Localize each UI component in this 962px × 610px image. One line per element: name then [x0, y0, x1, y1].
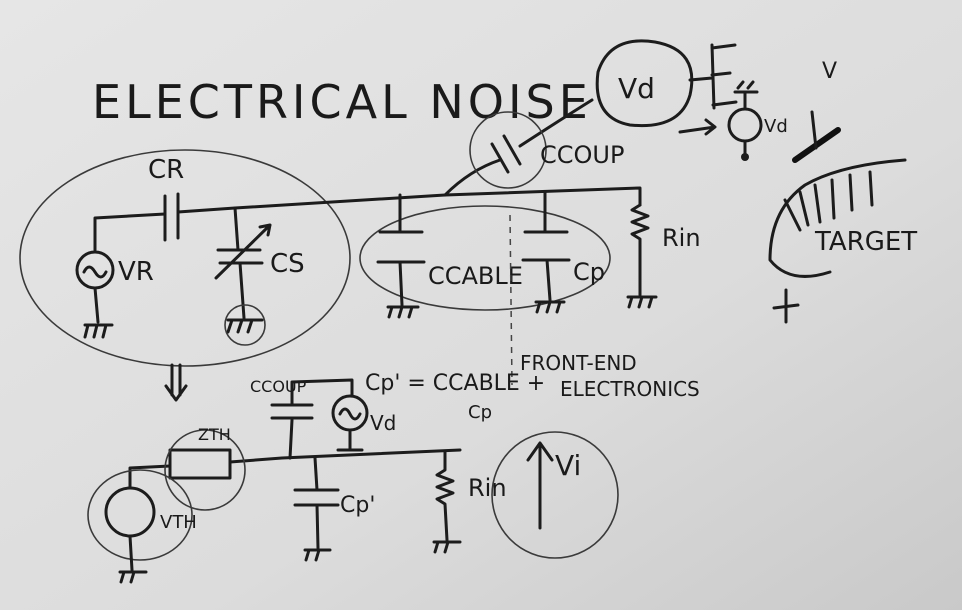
ccoup-circle	[469, 111, 547, 189]
cp-label: Cp	[573, 258, 605, 286]
ccoup-wire	[443, 98, 594, 197]
ac-wave-icon	[82, 265, 108, 279]
ccoup-label: CCOUP	[540, 141, 624, 169]
cp-prime-label: Cp'	[340, 493, 375, 518]
cp-prime-capacitor	[293, 456, 340, 562]
terminal-dot	[741, 153, 749, 161]
electronics-label: ELECTRONICS	[560, 377, 700, 401]
vd-source-wires	[733, 80, 759, 157]
ccoup-bottom-label: CCOUP	[250, 377, 307, 396]
zth-circle	[164, 429, 246, 511]
rin-bottom-label: Rin	[468, 474, 507, 502]
vd-source-label: Vd	[764, 116, 788, 137]
ground-highlight-circle	[224, 304, 266, 346]
equation-lhs: Cp' = CCABLE +	[365, 371, 545, 396]
arrow-icon	[678, 118, 717, 136]
zth-label: ZTH	[198, 425, 231, 444]
ccoup-bottom-capacitor	[270, 378, 354, 460]
ground-icon	[118, 534, 148, 584]
ground-icon	[772, 288, 800, 324]
rin-bottom-resistor	[432, 450, 462, 554]
cr-label: CR	[148, 155, 184, 185]
ground-icon	[688, 43, 738, 110]
vth-label: VTH	[160, 512, 197, 533]
target-hatching	[783, 170, 874, 232]
bottom-main-wire	[128, 448, 462, 490]
front-end-label: FRONT-END	[520, 351, 637, 375]
ground-icon	[226, 318, 264, 334]
equation-rhs: Cp	[468, 402, 492, 423]
v-label: V	[822, 59, 837, 84]
cp-capacitor	[521, 190, 571, 314]
zth-impedance	[168, 448, 232, 480]
ccable-capacitor	[376, 193, 426, 319]
cr-capacitor	[163, 192, 180, 242]
vth-circle	[87, 469, 193, 561]
ac-wave-icon	[336, 407, 364, 452]
rin-resistor	[626, 203, 658, 309]
ccoup-capacitor	[490, 134, 522, 174]
vd-disturbance-blob	[595, 39, 694, 128]
vr-label: VR	[118, 257, 154, 287]
vi-circle	[491, 431, 619, 559]
cs-label: CS	[270, 249, 305, 279]
cs-variable-capacitor	[214, 206, 272, 320]
source-group-circle	[19, 149, 351, 367]
dashed-divider	[509, 214, 513, 386]
vd-bottom-label: Vd	[370, 411, 396, 435]
vd-blob-label: Vd	[618, 72, 655, 105]
vi-label: Vi	[555, 449, 581, 482]
title: ELECTRICAL NOISE	[92, 75, 592, 129]
sensor-wire	[810, 110, 818, 150]
cable-group-ellipse	[359, 205, 611, 311]
target-outline	[768, 158, 907, 278]
rin-label: Rin	[662, 224, 701, 252]
vd-source	[727, 107, 763, 143]
ground-icon	[83, 286, 114, 339]
down-arrow-icon	[164, 363, 188, 402]
target-label: TARGET	[814, 227, 917, 257]
ccable-label: CCABLE	[428, 262, 523, 290]
vi-arrow-icon	[526, 441, 554, 530]
